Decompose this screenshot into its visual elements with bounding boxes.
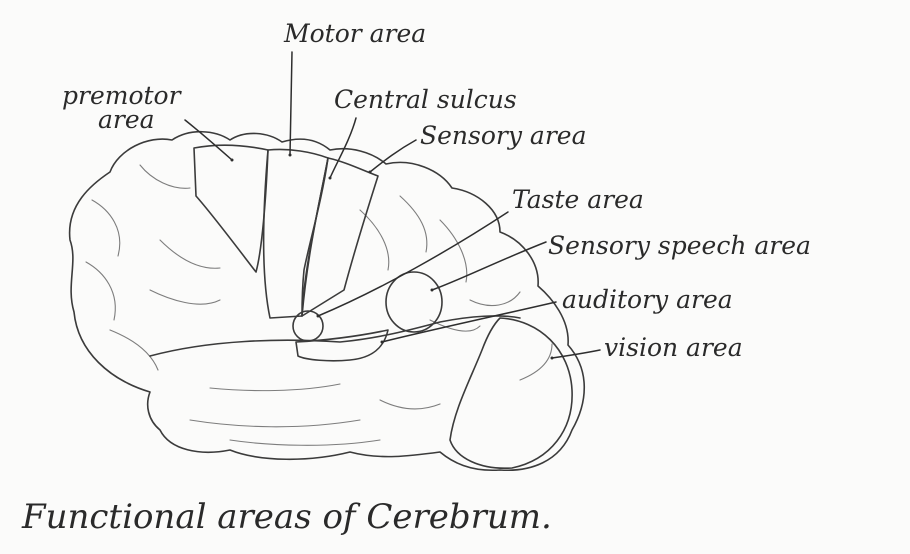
label-auditory-area: auditory area [562,285,733,314]
auditory-area-region [296,330,388,361]
sensory-speech-area-region [386,272,442,332]
label-motor-area: Motor area [283,19,426,48]
motor-leader-tip [289,154,292,157]
premotor-area-region [194,145,268,272]
taste-leader [318,212,508,316]
label-premotor-line2: area [98,105,155,134]
motor-area-region [264,149,328,318]
label-central-sulcus: Central sulcus [334,85,517,114]
label-sensory-area: Sensory area [420,121,586,150]
vision-area-region [450,318,572,468]
taste-leader-tip [317,315,320,318]
label-taste-area: Taste area [512,185,644,214]
label-vision-area: vision area [604,333,743,362]
auditory-leader [382,302,556,342]
vision-leader-tip [551,357,554,360]
sensory-leader-tip [369,171,372,174]
sensory-speech-leader-tip [431,289,434,292]
premotor-leader [185,120,232,160]
central-sulcus-leader-tip [329,177,332,180]
diagram-title: Functional areas of Cerebrum. [21,497,552,537]
sensory-leader [370,140,416,172]
lateral-fissure [150,316,520,356]
premotor-leader-tip [231,159,234,162]
auditory-leader-tip [381,341,384,344]
label-sensory-speech-area: Sensory speech area [548,231,811,260]
